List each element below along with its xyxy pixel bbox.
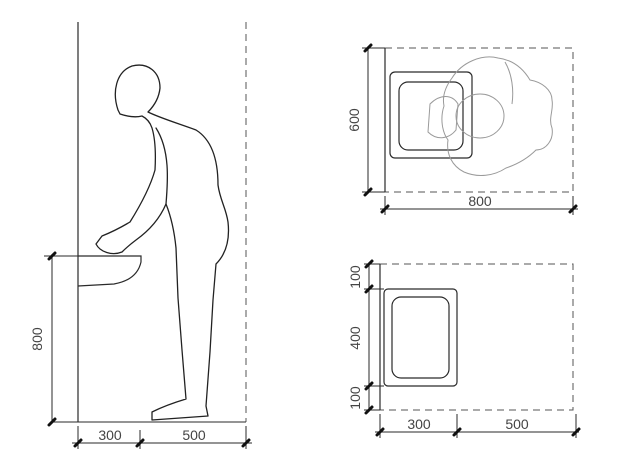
plan-view-basin: 100 400 100 300 500 (347, 259, 581, 438)
dimension-tick (571, 427, 581, 437)
dimension-tick (364, 284, 374, 294)
side-elevation: 800 300 500 (29, 22, 252, 449)
dimension-tick (364, 405, 374, 415)
dimension-tick (364, 381, 374, 391)
width-label-500: 500 (505, 416, 529, 432)
person-plan-figure (441, 56, 553, 176)
basin-outer (389, 71, 473, 159)
depth-label-top: 100 (347, 265, 363, 289)
depth-label: 600 (346, 108, 362, 132)
person-head-plan (455, 93, 505, 139)
person-hand-plan (427, 96, 459, 139)
person-shoulder-plan (504, 61, 514, 105)
basin-side (77, 255, 142, 287)
width-label-300: 300 (407, 416, 431, 432)
dimension-tick (568, 204, 578, 214)
dimension-tick (135, 438, 145, 448)
width-label-500: 500 (182, 427, 206, 443)
dimension-tick (47, 251, 57, 261)
dimension-tick (375, 427, 385, 437)
person-arm-contour (155, 127, 169, 205)
dimension-tick (73, 438, 83, 448)
depth-label-middle: 400 (347, 326, 363, 350)
dimension-tick (380, 204, 390, 214)
dimension-tick (364, 259, 374, 269)
dimension-tick (363, 43, 373, 53)
depth-label-bottom: 100 (347, 386, 363, 410)
plan-view-with-person: 600 800 (346, 43, 578, 215)
dimension-tick (452, 427, 462, 437)
basin-inner (391, 296, 450, 379)
width-label-300: 300 (98, 427, 122, 443)
basin-inner (398, 81, 464, 151)
clearance-zone-outline (384, 47, 574, 193)
dimension-tick (363, 187, 373, 197)
person-side-figure (95, 64, 230, 421)
height-label: 800 (29, 327, 45, 351)
dimension-tick (241, 438, 251, 448)
dimension-tick (47, 417, 57, 427)
clearance-zone-outline (379, 263, 574, 411)
basin-outer (383, 288, 458, 387)
width-label: 800 (468, 193, 492, 209)
